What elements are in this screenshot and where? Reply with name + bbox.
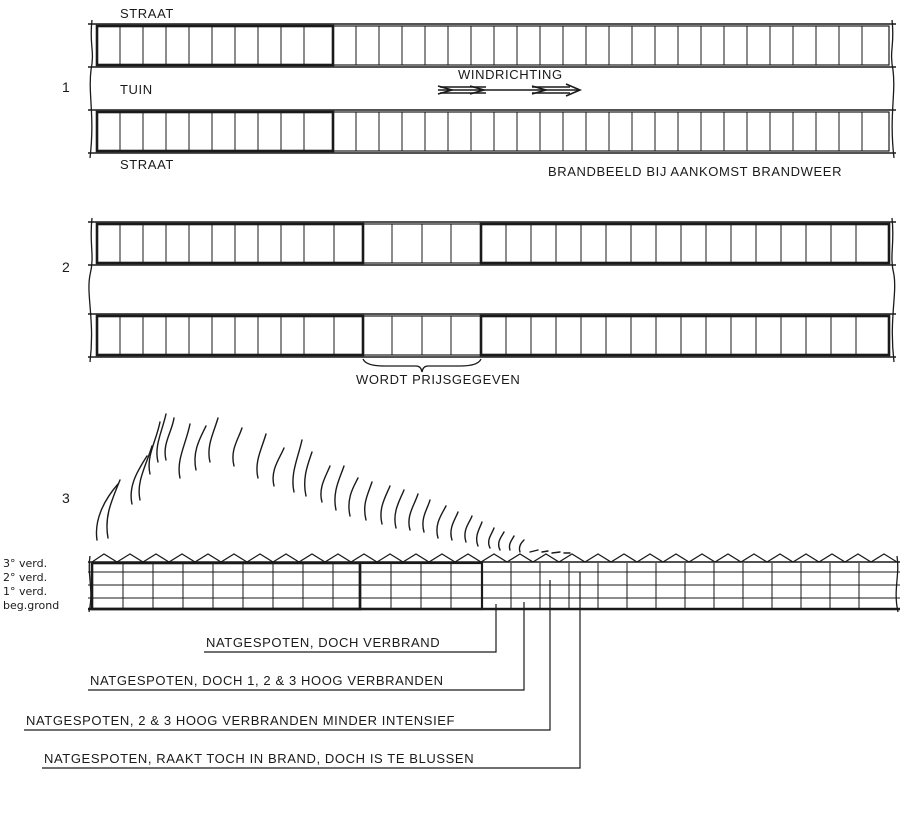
- greenhouse-row-top: [88, 23, 896, 68]
- street-label-top: STRAAT: [120, 6, 174, 21]
- diagram-3-number: 3: [62, 490, 70, 506]
- greenhouse-cells-bottom: [119, 112, 863, 151]
- wind-arrow-icon: [437, 83, 583, 97]
- diagram-2: 2 WORDT PRIJSGEGEVEN: [62, 217, 896, 387]
- greenhouse-roof-peaks: [91, 553, 898, 563]
- floor-label-1: 1° verd.: [3, 585, 47, 598]
- diagram-1: 1 STRAAT TUIN WINDRICHTING STRAAT BRANDB…: [62, 6, 896, 179]
- greenhouse-cells-2-bottom: [119, 316, 857, 355]
- garden-label: TUIN: [120, 82, 153, 97]
- diagram-2-caption: WORDT PRIJSGEGEVEN: [356, 372, 520, 387]
- diagram-1-caption: BRANDBEELD BIJ AANKOMST BRANDWEER: [548, 164, 842, 179]
- annotation-3: NATGESPOTEN, 2 & 3 HOOG VERBRANDEN MINDE…: [26, 713, 455, 728]
- annotation-2: NATGESPOTEN, DOCH 1, 2 & 3 HOOG VERBRAND…: [90, 673, 444, 688]
- fire-flames: [95, 413, 571, 554]
- annotation-4: NATGESPOTEN, RAAKT TOCH IN BRAND, DOCH I…: [44, 751, 474, 766]
- greenhouse-row-2-bottom: [88, 313, 896, 358]
- floor-label-ground: beg.grond: [3, 599, 59, 612]
- greenhouse-cells-2-top: [119, 224, 857, 263]
- break-marks-1: [89, 19, 895, 159]
- diagram-1-number: 1: [62, 79, 70, 95]
- break-mark-3-right: [895, 555, 899, 613]
- greenhouse-elevation: [88, 553, 900, 613]
- greenhouse-row-2-top: [88, 221, 896, 266]
- floor-label-2: 2° verd.: [3, 571, 47, 584]
- street-label-bottom: STRAAT: [120, 157, 174, 172]
- wind-direction-label: WINDRICHTING: [458, 67, 563, 82]
- greenhouse-cells-top: [119, 26, 863, 65]
- greenhouse-elevation-cells: [122, 563, 860, 609]
- break-marks-2: [88, 217, 896, 363]
- sacrificed-section-brace: [362, 358, 482, 373]
- break-mark-3-left: [88, 555, 92, 613]
- annotation-leaders: [24, 572, 581, 769]
- burned-section: [90, 561, 362, 611]
- annotation-1: NATGESPOTEN, DOCH VERBRAND: [206, 635, 440, 650]
- greenhouse-row-bottom: [88, 109, 896, 154]
- diagram-2-number: 2: [62, 259, 70, 275]
- floor-label-3: 3° verd.: [3, 557, 47, 570]
- diagram-3: 3 3° verd. 2° verd. 1° verd. beg.grond: [3, 413, 900, 769]
